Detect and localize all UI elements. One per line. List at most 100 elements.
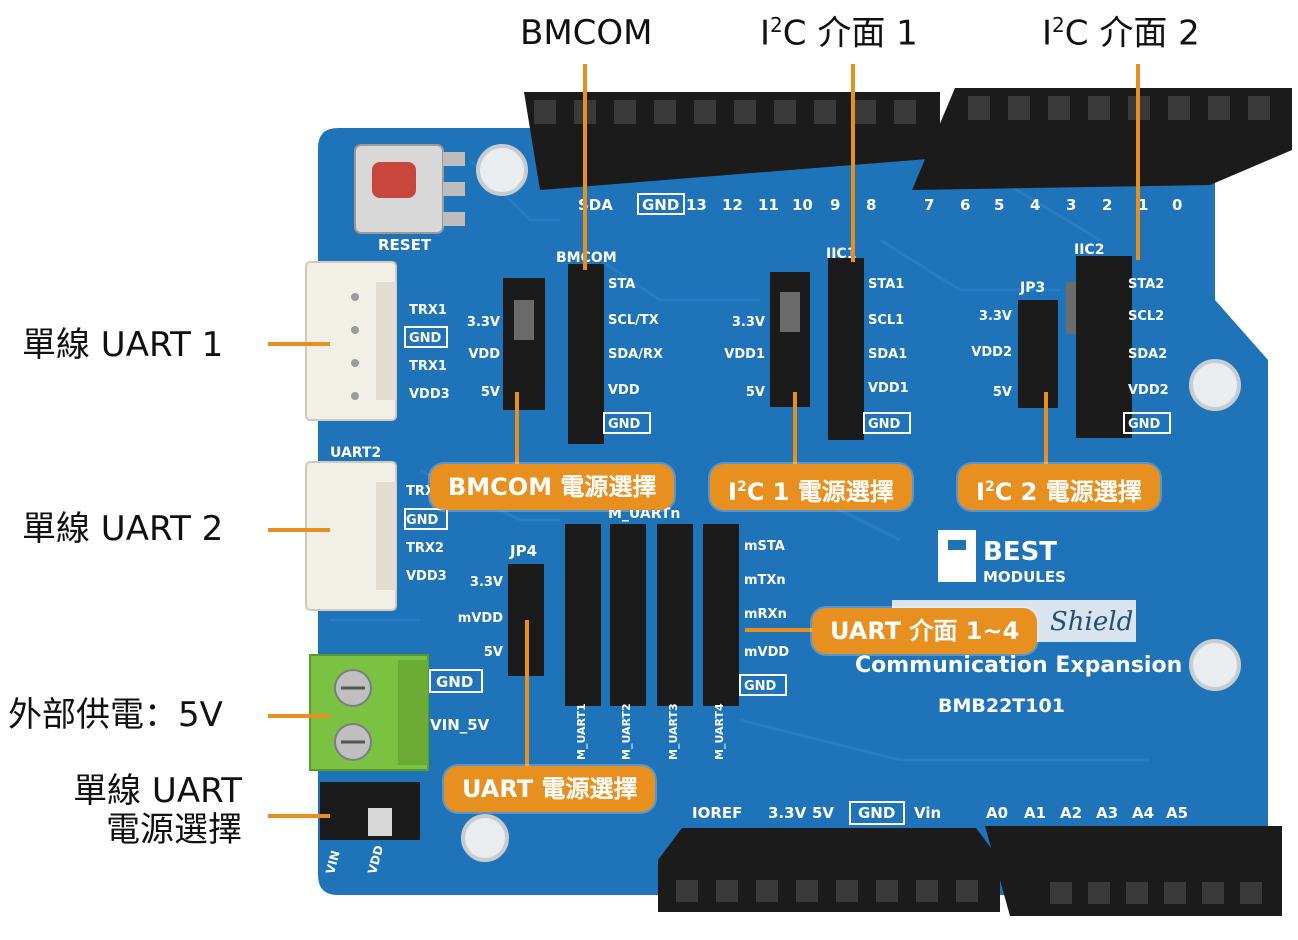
pin-label: mRXn	[744, 607, 787, 622]
digital-pin-label: 2	[1102, 196, 1112, 214]
header-socket	[1208, 96, 1230, 120]
i2c2-pin-header	[1076, 256, 1132, 438]
m-uart3-header	[657, 524, 693, 706]
pill-i2c1-sup: 2	[736, 479, 747, 495]
analog-pin-label: A5	[1166, 804, 1188, 822]
pin-label: mVDD	[744, 645, 789, 660]
uart1-pin-label: TRX1	[409, 303, 447, 318]
uart1-pin-label: GND	[409, 331, 442, 346]
best-modules-logo-mark	[938, 530, 976, 582]
gnd-box	[849, 801, 905, 825]
analog-pin-label: A0	[986, 804, 1008, 822]
jumper-label: 3.3V	[732, 315, 765, 330]
uart-power-jumper-cap	[368, 808, 392, 836]
analog-pin-label: A2	[1060, 804, 1082, 822]
header-socket	[694, 100, 716, 124]
digital-pin-label: 6	[960, 196, 970, 214]
m-uart-column-label: M_UART2	[620, 703, 633, 760]
jumper-label: 5V	[993, 385, 1012, 400]
pill-i2c2-power: I2C 2 電源選擇	[958, 464, 1160, 510]
i2c1-jumper-cap	[780, 292, 800, 332]
header-socket	[654, 100, 676, 124]
pin-label: SCL/TX	[608, 313, 659, 328]
top-label-bmcom: BMCOM	[520, 13, 653, 53]
i2c1-prefix: I	[760, 13, 771, 54]
bottom-jp-vin: VIN	[323, 849, 343, 876]
jumper-label: VDD	[468, 347, 500, 362]
pin-label: VDD1	[868, 381, 909, 396]
gnd-box	[863, 412, 911, 434]
analog-pin-label: A4	[1132, 804, 1154, 822]
i2c1-pin-header	[828, 258, 864, 440]
mount-hole	[1189, 639, 1241, 691]
bmcom-jumper	[503, 278, 545, 410]
uart-power-line2: 電源選擇	[106, 810, 242, 851]
header-socket	[876, 880, 898, 902]
top-label-i2c2: I2C 介面 2	[1042, 14, 1200, 53]
m-uart4-header	[703, 524, 739, 706]
logo-mark-cut	[948, 540, 966, 550]
jumper-label: 3.3V	[467, 315, 500, 330]
pin-label: GND	[608, 417, 641, 432]
terminal-vin-label: VIN_5V	[430, 716, 490, 734]
header-socket	[1088, 96, 1110, 120]
jumper-label: mVDD	[458, 611, 503, 626]
reset-pin	[443, 212, 465, 226]
jumper-label: 3.3V	[979, 309, 1012, 324]
pin-label: STA2	[1128, 277, 1164, 292]
pin-label: GND	[1128, 417, 1161, 432]
uart-power-line1: 單線 UART	[73, 771, 242, 811]
m-uart-column-label: M_UART1	[575, 703, 588, 760]
mount-hole	[476, 144, 528, 196]
uart2-pin-label: GND	[406, 513, 439, 528]
i2c1-sup: 2	[770, 13, 783, 37]
m-uart2-header	[610, 524, 646, 706]
header-socket	[774, 100, 796, 124]
power-pin-label: 3.3V	[768, 804, 807, 822]
header-socket	[854, 100, 876, 124]
uart1-pin	[351, 392, 359, 400]
reset-button[interactable]	[372, 162, 416, 198]
header-socket	[796, 880, 818, 902]
header-socket	[534, 100, 556, 124]
digital-pin-label: 4	[1030, 196, 1040, 214]
jumper-label: 5V	[746, 385, 765, 400]
pin-label: STA1	[868, 277, 904, 292]
digital-header-sockets	[534, 96, 1270, 124]
i2c2-suffix: C 介面 2	[1064, 13, 1200, 54]
jumper-label: 5V	[484, 645, 503, 660]
header-socket	[734, 100, 756, 124]
pin-label: SDA/RX	[608, 347, 663, 362]
leader-lines	[268, 64, 1140, 818]
digital-pin-label: 7	[924, 196, 934, 214]
header-socket	[894, 100, 916, 124]
top-label-i2c1: I2C 介面 1	[760, 14, 918, 53]
digital-header-right	[912, 88, 1292, 190]
digital-pin-label: 8	[866, 196, 876, 214]
iic2-jp-label: JP3	[1019, 280, 1045, 296]
pin-label: SCL2	[1128, 309, 1164, 324]
header-socket	[676, 880, 698, 902]
header-socket	[1168, 96, 1190, 120]
digital-pin-label: 3	[1066, 196, 1076, 214]
iic2-header-label: IIC2	[1074, 242, 1104, 258]
gnd-box	[603, 412, 651, 434]
uart2-pin-label: VDD3	[406, 569, 447, 584]
power-pin-label: IOREF	[692, 804, 742, 822]
i2c2-sup: 2	[1052, 13, 1065, 37]
digital-pin-label: 5	[994, 196, 1004, 214]
power-pin-label: Vin	[914, 804, 941, 822]
pill-i2c1-power: I2C 1 電源選擇	[710, 464, 912, 510]
jumper-label: VDD2	[971, 345, 1012, 360]
left-label-uart2: 單線 UART 2	[22, 509, 224, 549]
board-subtitle: Communication Expansion	[855, 653, 1182, 678]
header-socket	[1202, 882, 1224, 904]
